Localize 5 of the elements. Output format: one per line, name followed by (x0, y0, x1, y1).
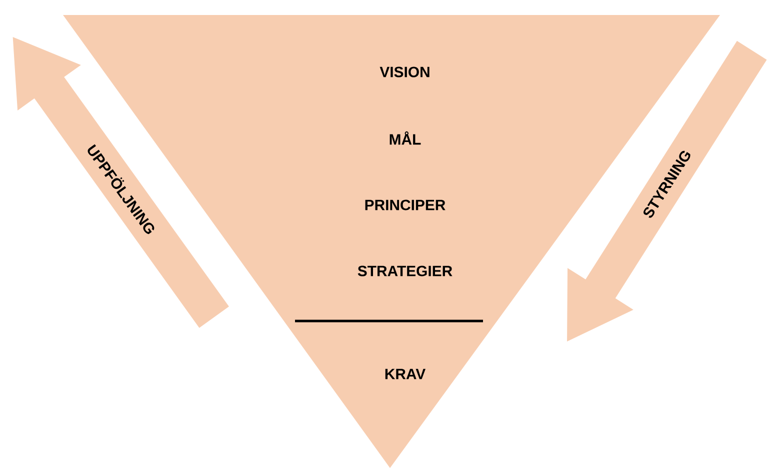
triangle-label: PRINCIPER (365, 200, 446, 210)
triangle-label: VISION (380, 66, 430, 78)
triangle-label: STRATEGIER (358, 266, 452, 276)
triangle-label: MÅL (390, 131, 421, 145)
triangle-label: KRAV (385, 368, 426, 380)
